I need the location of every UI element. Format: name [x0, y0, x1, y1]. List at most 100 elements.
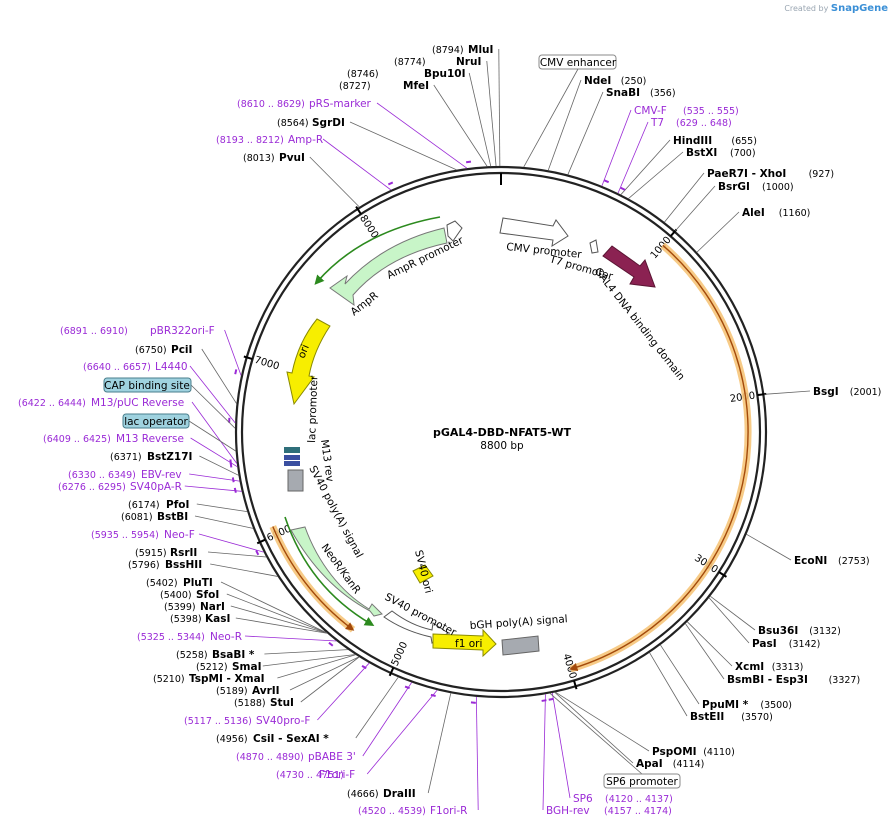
enzyme-site: MfeI (8727) — [339, 80, 429, 92]
ampr-orf-arrow — [314, 216, 441, 285]
enzyme-site: PspOMI(4110) — [652, 746, 735, 758]
enzyme-site: AleI(1160) — [742, 207, 810, 219]
sp6-promoter-box: SP6 promoter — [603, 773, 681, 789]
enzyme-site: KasI(5398) — [170, 613, 230, 625]
leader-line — [189, 473, 240, 482]
primer-name: pBABE 3' — [308, 751, 356, 763]
enzyme-name: BsgI — [813, 386, 839, 398]
enzyme-site: PvuI(8013) — [243, 152, 305, 164]
ori-label: ori — [296, 343, 312, 360]
primer-site: SV40pA-R(6276 .. 6295) — [58, 481, 182, 493]
neor-feature — [290, 526, 383, 617]
neor-orf-arrow — [284, 516, 375, 626]
enzyme-name: DraIII — [383, 788, 416, 800]
primer-position: (629 .. 648) — [676, 118, 732, 129]
primer-name: L4440 — [155, 361, 188, 373]
leader-line — [196, 503, 248, 513]
enzyme-position: (8727) — [339, 81, 371, 92]
leader-line — [620, 139, 671, 195]
enzyme-position: (927) — [809, 169, 835, 180]
leader-line — [660, 644, 700, 705]
leader-line — [277, 654, 356, 679]
sp6-promoter-label: SP6 promoter — [606, 776, 678, 788]
primer-position: (6640 .. 6657) — [83, 362, 151, 373]
enzyme-name: PciI — [171, 344, 192, 356]
enzyme-site: PaeR7I - XhoI (927) — [707, 168, 834, 180]
cap-binding-site-box: CAP binding site — [103, 377, 192, 393]
enzyme-site: CsiI - SexAI *(4956) — [216, 733, 329, 745]
primer-site: pBR322ori-F(6891 .. 6910) — [60, 325, 215, 337]
primer-position: (5117 .. 5136) — [184, 716, 252, 727]
leader-line — [685, 623, 725, 680]
leader-line — [523, 68, 579, 168]
site-labels: MluI(8794)NruI(8774)Bpu10I(8746)MfeI(872… — [18, 44, 881, 817]
sv40-promoter-feature — [383, 610, 449, 644]
enzyme-site: NruI(8774) — [394, 56, 481, 68]
enzyme-name: BsmBI - Esp3I — [727, 674, 808, 686]
primer-position: (6276 .. 6295) — [58, 482, 126, 493]
primer-mark — [229, 462, 233, 468]
ampr-promoter-feature — [446, 220, 463, 242]
enzyme-name: MfeI — [403, 80, 429, 92]
enzyme-position: (8013) — [243, 153, 275, 164]
enzyme-position: (8746) — [347, 69, 379, 80]
primer-mark — [430, 693, 436, 697]
primer-position: (5935 .. 5954) — [91, 530, 159, 541]
enzyme-position: (6081) — [121, 512, 153, 523]
enzyme-site: AvrII(5189) — [216, 685, 280, 697]
enzyme-site: TspMI - XmaI(5210) — [153, 673, 265, 685]
primer-mark — [548, 697, 554, 701]
enzyme-site: Bpu10I(8746) — [347, 68, 466, 80]
leader-line — [498, 48, 501, 167]
plasmid-name: pGAL4-DBD-NFAT5-WT — [433, 426, 572, 439]
primer-site: Neo-F(5935 .. 5954) — [91, 529, 195, 541]
enzyme-position: (3327) — [829, 675, 861, 686]
enzyme-position: (3313) — [772, 662, 804, 673]
leader-line — [475, 696, 479, 811]
primer-mark — [234, 369, 238, 375]
sv40-ori-feature — [412, 564, 434, 584]
leader-line — [194, 515, 254, 529]
enzyme-site: BstXI(700) — [686, 147, 756, 159]
enzyme-name: HindIII — [673, 135, 712, 147]
primer-site: F1ori-F(4730 .. 4751) — [276, 769, 355, 781]
enzyme-name: BstZ17I — [147, 451, 192, 463]
enzyme-name: PaeR7I - XhoI — [707, 168, 786, 180]
primer-mark — [603, 179, 610, 184]
primer-site: F1ori-R(4520 .. 4539) — [358, 805, 467, 817]
leader-line — [207, 551, 267, 558]
leader-line — [567, 91, 604, 175]
snapgene-logo: SnapGene — [830, 3, 888, 14]
leader-line — [366, 689, 438, 775]
primer-mark — [231, 477, 235, 483]
primer-site: pBABE 3'(4870 .. 4890) — [236, 751, 356, 763]
enzyme-position: (5398) — [170, 614, 202, 625]
enzyme-site: PciI(6750) — [135, 344, 192, 356]
enzyme-position: (4114) — [673, 759, 705, 770]
primer-mark — [361, 664, 367, 670]
enzyme-position: (5399) — [164, 602, 196, 613]
enzyme-site: DraIII(4666) — [347, 788, 416, 800]
primer-name: F1ori-R — [430, 805, 467, 817]
primer-position: (5325 .. 5344) — [137, 632, 205, 643]
primer-mark — [541, 699, 547, 702]
enzyme-position: (5402) — [146, 578, 178, 589]
enzyme-position: (2001) — [850, 387, 882, 398]
leader-line — [376, 102, 468, 169]
leader-line — [201, 348, 237, 404]
leader-line — [649, 652, 688, 717]
leader-line — [674, 185, 716, 232]
primer-site: M13 Reverse(6409 .. 6425) — [43, 433, 184, 445]
enzyme-name: CsiI - SexAI * — [253, 733, 329, 745]
enzyme-name: BsrGI — [718, 181, 750, 193]
primer-name: SP6 — [573, 793, 593, 805]
enzyme-site: PfoI(6174) — [128, 499, 189, 511]
cmv-promoter-feature — [499, 217, 569, 248]
backbone-outer — [234, 165, 768, 699]
enzyme-site: PpuMI *(3500) — [702, 699, 792, 711]
f1-ori-label: f1 ori — [455, 638, 482, 650]
leader-line — [190, 384, 236, 429]
cmv-enhancer-label: CMV enhancer — [540, 57, 617, 69]
leader-line — [289, 656, 360, 691]
primer-position: (8193 .. 8212) — [216, 135, 284, 146]
